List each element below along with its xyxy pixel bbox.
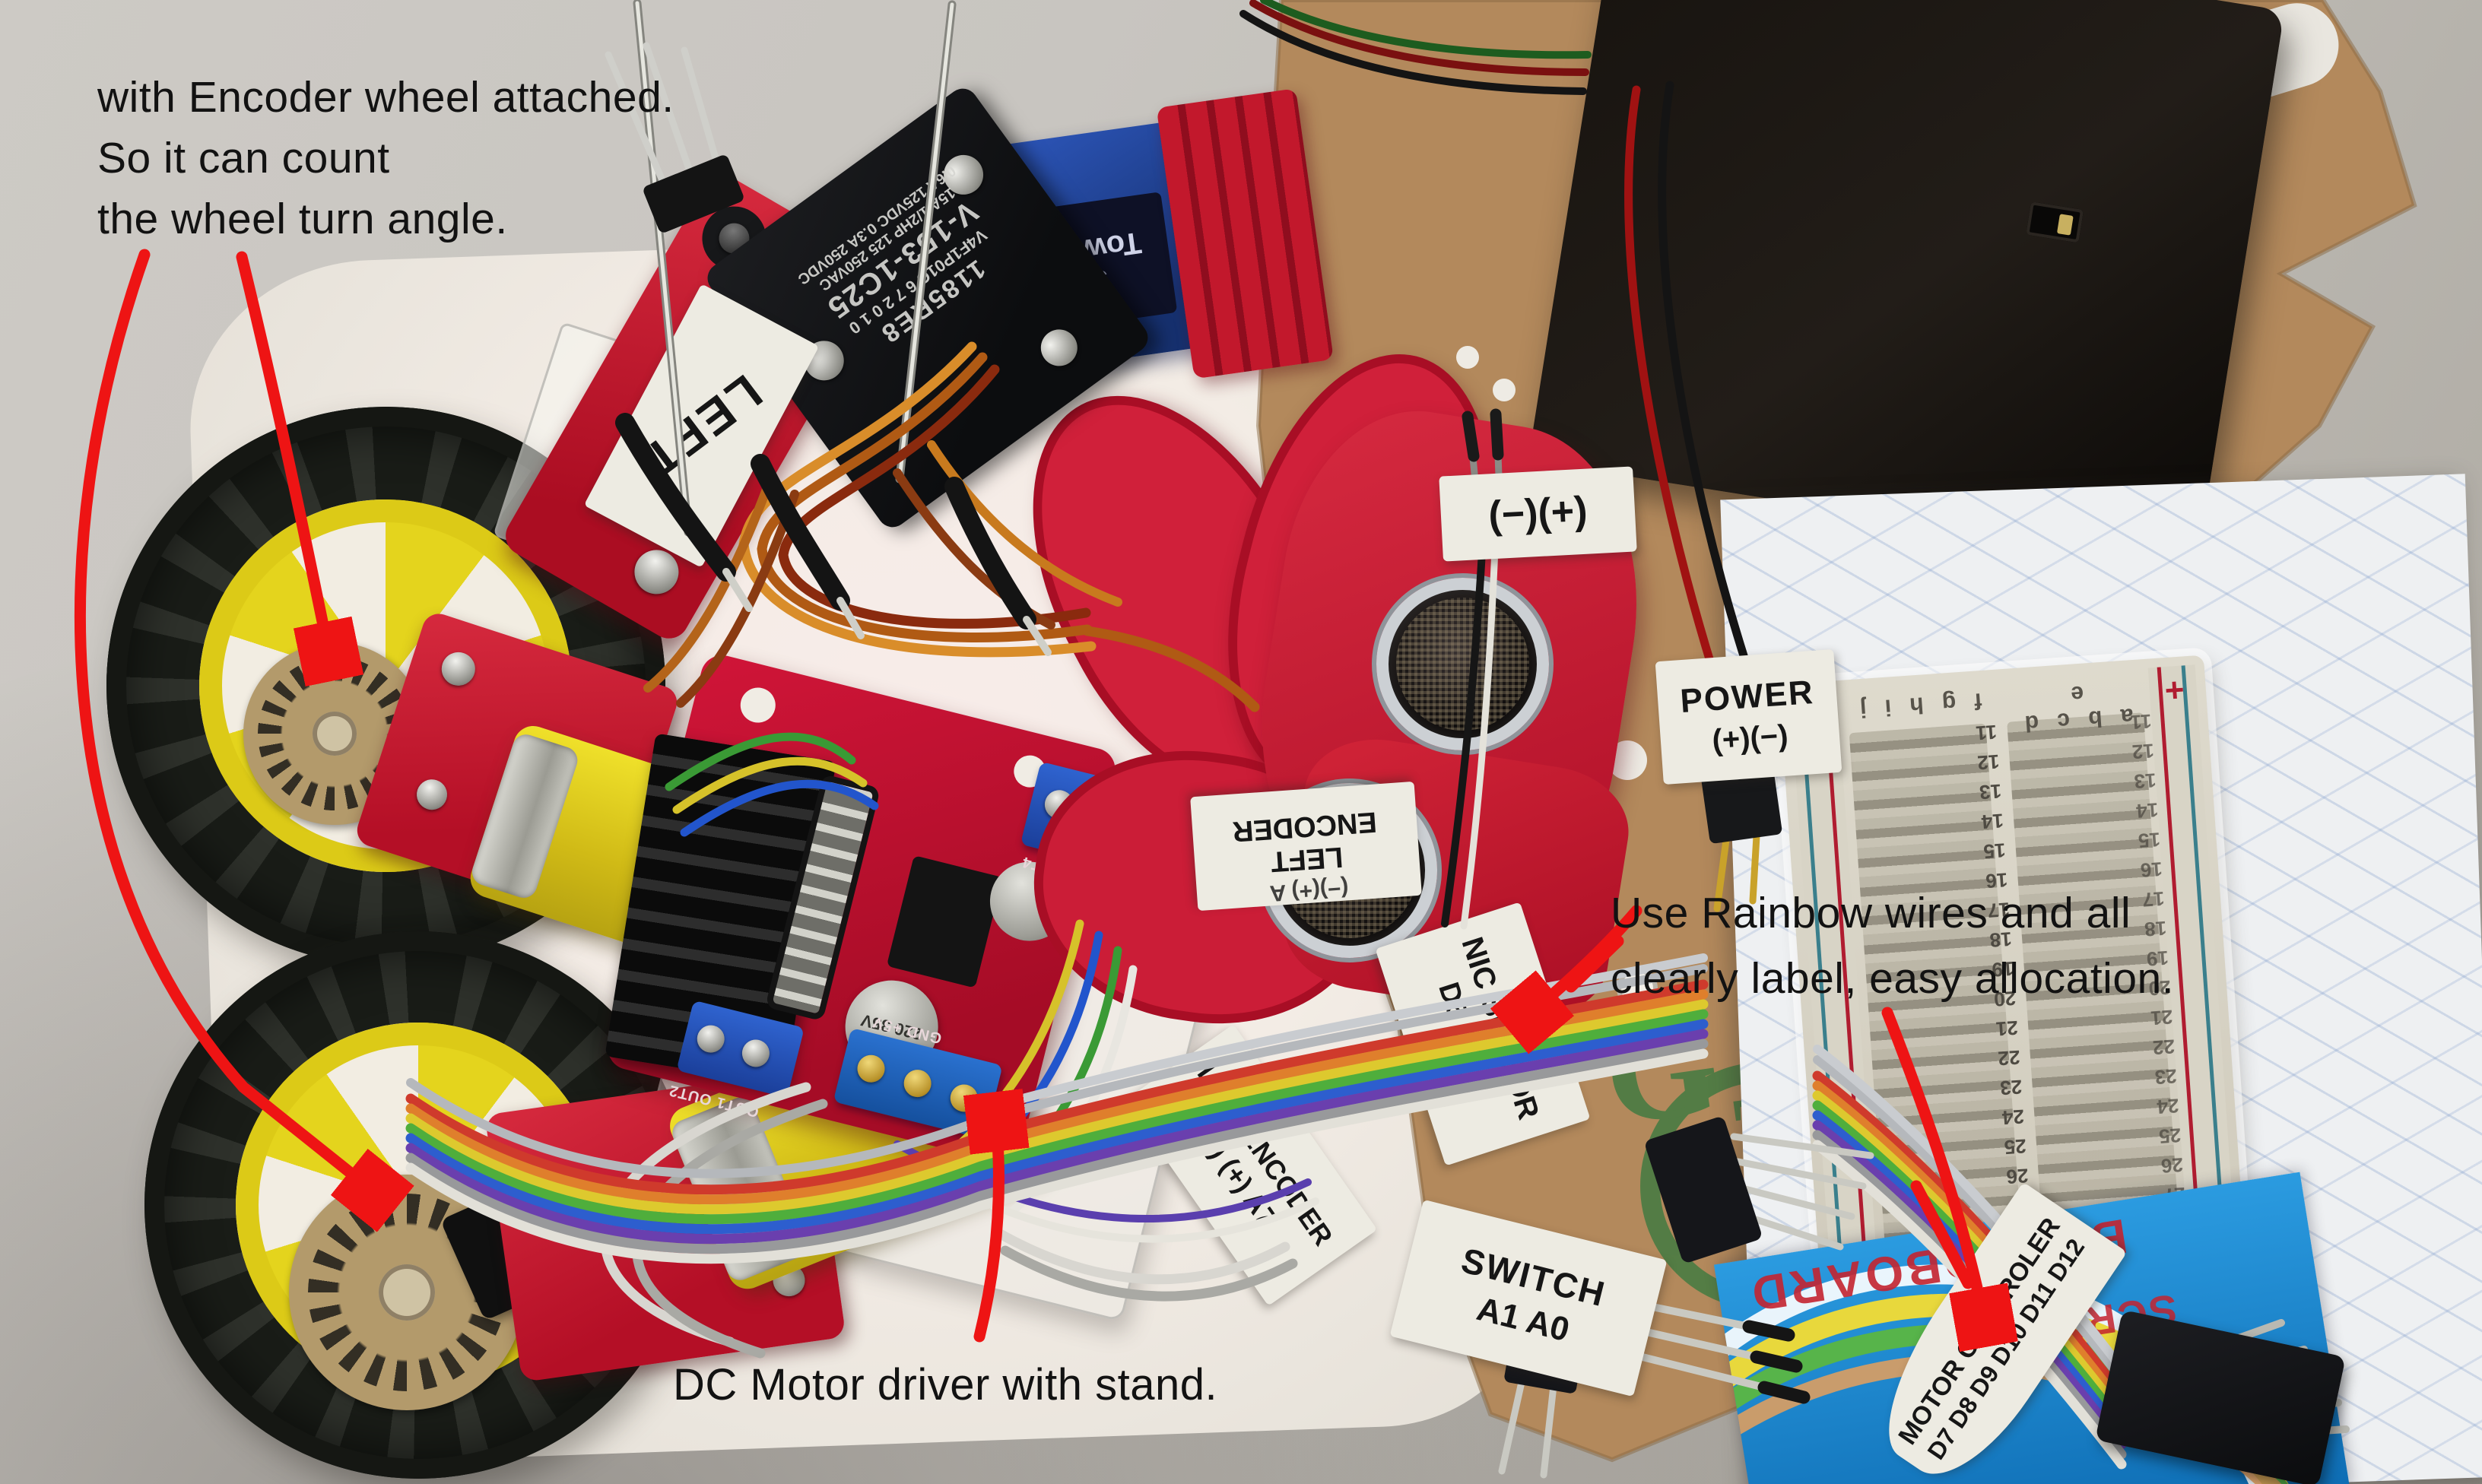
- rainbow-annotation-line2: clearly label, easy allocation.: [1611, 954, 2175, 1003]
- rainbow-annotation-line1: Use Rainbow wires and all: [1611, 889, 2131, 937]
- breadboard-letters-left: f g h i j: [1853, 688, 1983, 722]
- ultrasonic-transducer-top: [1376, 578, 1549, 750]
- breadboard-letters-right: a b c d e: [2017, 680, 2134, 737]
- rainbow-annotation: Use Rainbow wires and all clearly label,…: [1611, 880, 2174, 1011]
- rail-plus-right: +: [2163, 671, 2186, 710]
- label-left-encoder: (−)(+) A LEFT ENCODER: [1190, 781, 1422, 912]
- label-left-encoder-title: LEFT ENCODER: [1231, 805, 1378, 878]
- encoder-annotation-line3: the wheel turn angle.: [97, 195, 508, 243]
- label-power-title: POWER: [1679, 673, 1816, 720]
- label-power-pins: (+)(−): [1711, 718, 1789, 758]
- driver-annotation: DC Motor driver with stand.: [673, 1360, 1218, 1409]
- label-power: POWER (+)(−): [1655, 649, 1842, 785]
- encoder-annotation: with Encoder wheel attached. So it can c…: [97, 67, 674, 249]
- left-switch-sticker-text: LEFT: [632, 363, 772, 489]
- battery-box-switch: [2026, 201, 2084, 243]
- label-sensor-polarity: (−)(+): [1439, 466, 1637, 562]
- label-left-encoder-partial: (−)(+) A: [1268, 875, 1350, 906]
- encoder-annotation-line2: So it can count: [97, 134, 390, 182]
- encoder-annotation-line1: with Encoder wheel attached.: [97, 73, 674, 122]
